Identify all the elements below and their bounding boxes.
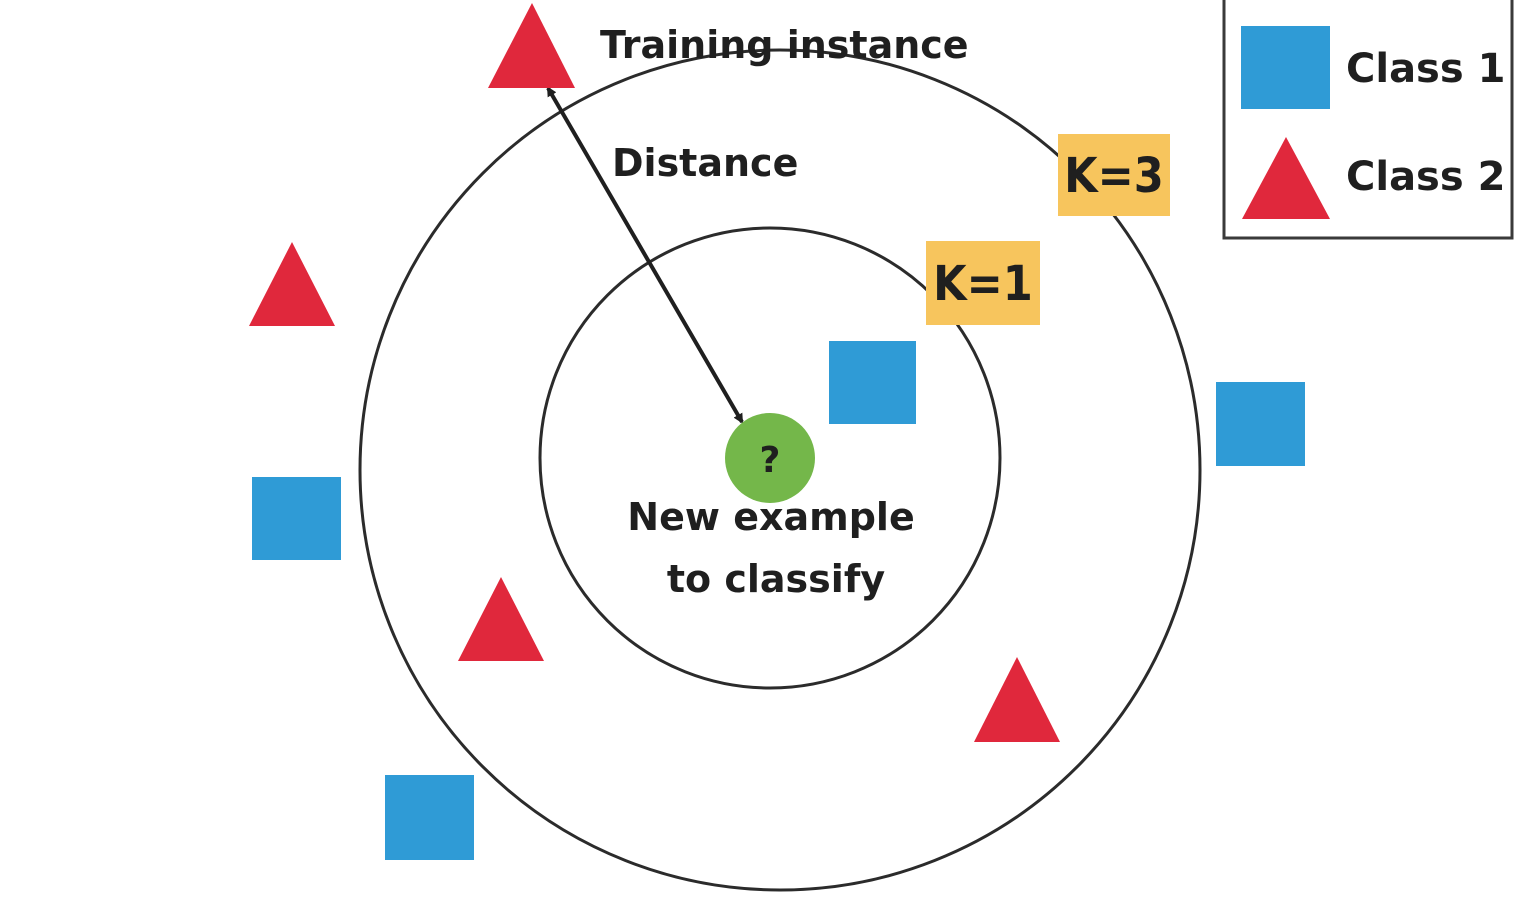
- k1-circle: [538, 226, 1002, 690]
- k1-badge: [926, 241, 1040, 325]
- legend-square-icon: [1241, 26, 1330, 109]
- new-example-label: to classify: [667, 557, 885, 601]
- k1-label: K=1: [933, 256, 1033, 312]
- new-example-label: New example: [627, 495, 914, 539]
- distance-label: Distance: [612, 141, 798, 185]
- query-point: [725, 413, 815, 503]
- k3-circle: [358, 48, 1202, 892]
- legend-label-class1: Class 1: [1346, 46, 1505, 92]
- k3-badge: [1058, 134, 1170, 216]
- legend-label-class2: Class 2: [1346, 154, 1505, 200]
- class2-triangle: [249, 242, 335, 326]
- class1-square: [829, 341, 916, 424]
- class1-square: [252, 477, 341, 560]
- legend-triangle-icon: [1242, 137, 1330, 219]
- class2-triangle: [974, 657, 1060, 742]
- class2-triangle-training: [488, 3, 575, 88]
- class1-square: [385, 775, 474, 860]
- distance-arrow: [546, 86, 744, 424]
- k3-label: K=3: [1064, 148, 1164, 204]
- class2-triangle: [458, 577, 544, 661]
- training-instance-label: Training instance: [600, 23, 969, 67]
- query-symbol: ?: [760, 440, 781, 481]
- legend: Class 1 Class 2: [1222, 0, 1514, 240]
- class1-square: [1216, 382, 1305, 466]
